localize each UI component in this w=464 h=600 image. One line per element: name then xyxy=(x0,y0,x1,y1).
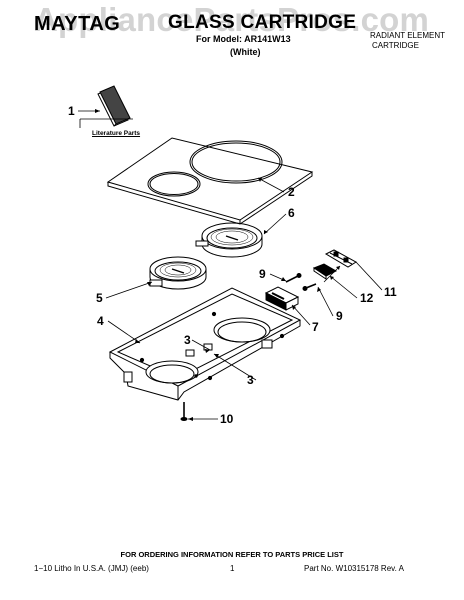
page-number: 1 xyxy=(230,564,235,573)
glass-cooktop-part xyxy=(106,137,314,225)
callout-2: 2 xyxy=(288,185,295,199)
section-reference-line-2: CARTRIDGE xyxy=(372,41,419,50)
color-variant: (White) xyxy=(230,47,261,57)
callout-4: 4 xyxy=(97,314,104,328)
literature-booklet-part xyxy=(79,85,133,128)
ordering-information-note: FOR ORDERING INFORMATION REFER TO PARTS … xyxy=(120,550,344,559)
callout-3-lower: 3 xyxy=(247,373,254,387)
page-title: GLASS CARTRIDGE xyxy=(168,12,357,33)
callout-9-lower: 9 xyxy=(336,309,343,323)
litho-print-info: 1−10 Litho In U.S.A. (JMJ) (eeb) xyxy=(34,564,149,573)
model-number-line: For Model: AR141W13 xyxy=(196,34,291,44)
callout-9-upper: 9 xyxy=(259,267,266,281)
site-watermark: AppliancePartsPros.com xyxy=(34,1,430,38)
mounting-screw-part xyxy=(180,402,188,421)
terminal-bracket-part xyxy=(324,249,357,268)
section-reference-line-1: RADIANT ELEMENT xyxy=(370,31,445,40)
large-radiant-element-part xyxy=(195,222,263,258)
callout-5: 5 xyxy=(96,291,103,305)
part-number-revision: Part No. W10315178 Rev. A xyxy=(304,564,404,573)
screw-part-lower xyxy=(302,283,317,291)
callout-12: 12 xyxy=(360,291,374,305)
callout-1: 1 xyxy=(68,104,75,118)
callout-11: 11 xyxy=(384,285,397,299)
callout-7: 7 xyxy=(312,320,319,334)
element-pan-part xyxy=(108,287,302,401)
terminal-block-part xyxy=(264,286,300,311)
brand-logo: MAYTAG xyxy=(34,13,121,35)
callout-10: 10 xyxy=(220,412,234,426)
literature-parts-label: Literature Parts xyxy=(92,130,141,137)
screw-part-upper xyxy=(285,273,302,283)
callout-3-upper: 3 xyxy=(184,333,191,347)
small-radiant-element-part xyxy=(149,256,207,290)
callout-6: 6 xyxy=(288,206,295,220)
terminal-clip-part xyxy=(312,263,338,280)
callout-arrowheads xyxy=(95,109,340,421)
